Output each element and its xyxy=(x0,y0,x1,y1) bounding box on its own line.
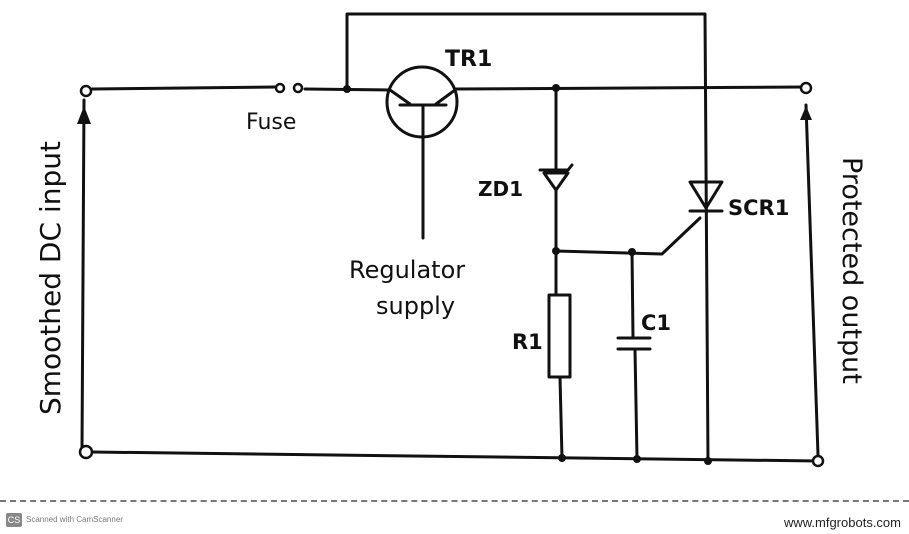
label-supply: supply xyxy=(376,292,455,320)
scan-divider xyxy=(0,500,909,502)
label-tr1: TR1 xyxy=(445,47,492,72)
terminal-output-bottom xyxy=(811,454,825,468)
label-input: Smoothed DC input xyxy=(34,141,67,415)
wire-gate xyxy=(554,216,702,256)
terminal-input-top xyxy=(79,84,93,98)
circuit-diagram: TR1 Fuse ZD1 SCR1 Regulator supply R1 C1… xyxy=(34,12,867,468)
wire-capacitor-bottom xyxy=(633,347,639,461)
junction-zener-top xyxy=(552,84,560,92)
junction-bypass xyxy=(343,85,351,93)
transistor-collector xyxy=(388,88,412,106)
scr-scr1 xyxy=(688,180,724,210)
label-regulator: Regulator xyxy=(349,256,465,284)
junction-resistor-bottom xyxy=(558,454,566,462)
output-arrow-icon xyxy=(800,106,812,120)
terminal-fuse-right xyxy=(292,82,304,94)
input-arrow-icon xyxy=(77,106,91,124)
junction-scr-bottom xyxy=(704,457,712,465)
wire-resistor-bottom xyxy=(558,375,564,460)
output-line xyxy=(804,103,820,457)
label-output: Protected output xyxy=(836,157,867,384)
scanner-watermark: Scanned with CamScanner xyxy=(26,515,123,524)
wire-capacitor-top xyxy=(630,249,635,339)
zener-diode-zd1 xyxy=(542,171,570,192)
label-scr1: SCR1 xyxy=(728,196,789,220)
terminal-input-bottom xyxy=(78,444,94,460)
terminal-fuse-left xyxy=(274,82,286,94)
resistor-r1 xyxy=(547,293,572,379)
wire-top-left xyxy=(90,85,277,91)
transistor-emitter xyxy=(434,88,457,106)
zener-bar xyxy=(538,163,574,172)
terminal-output-top xyxy=(799,81,813,95)
website-watermark: www.mfgrobots.com xyxy=(783,515,901,530)
input-line xyxy=(80,98,86,452)
wire-bottom-rail xyxy=(90,450,820,463)
label-c1: C1 xyxy=(641,311,671,335)
junction-capacitor-bottom xyxy=(633,455,641,463)
label-r1: R1 xyxy=(512,330,543,354)
label-fuse: Fuse xyxy=(246,110,296,135)
wire-top-right xyxy=(453,85,807,91)
wire-bypass-loop xyxy=(345,12,710,464)
junction-node xyxy=(552,247,560,255)
label-zd1: ZD1 xyxy=(478,177,523,201)
camscanner-logo-icon: CS xyxy=(6,513,22,527)
junction-capacitor-top xyxy=(628,248,636,256)
